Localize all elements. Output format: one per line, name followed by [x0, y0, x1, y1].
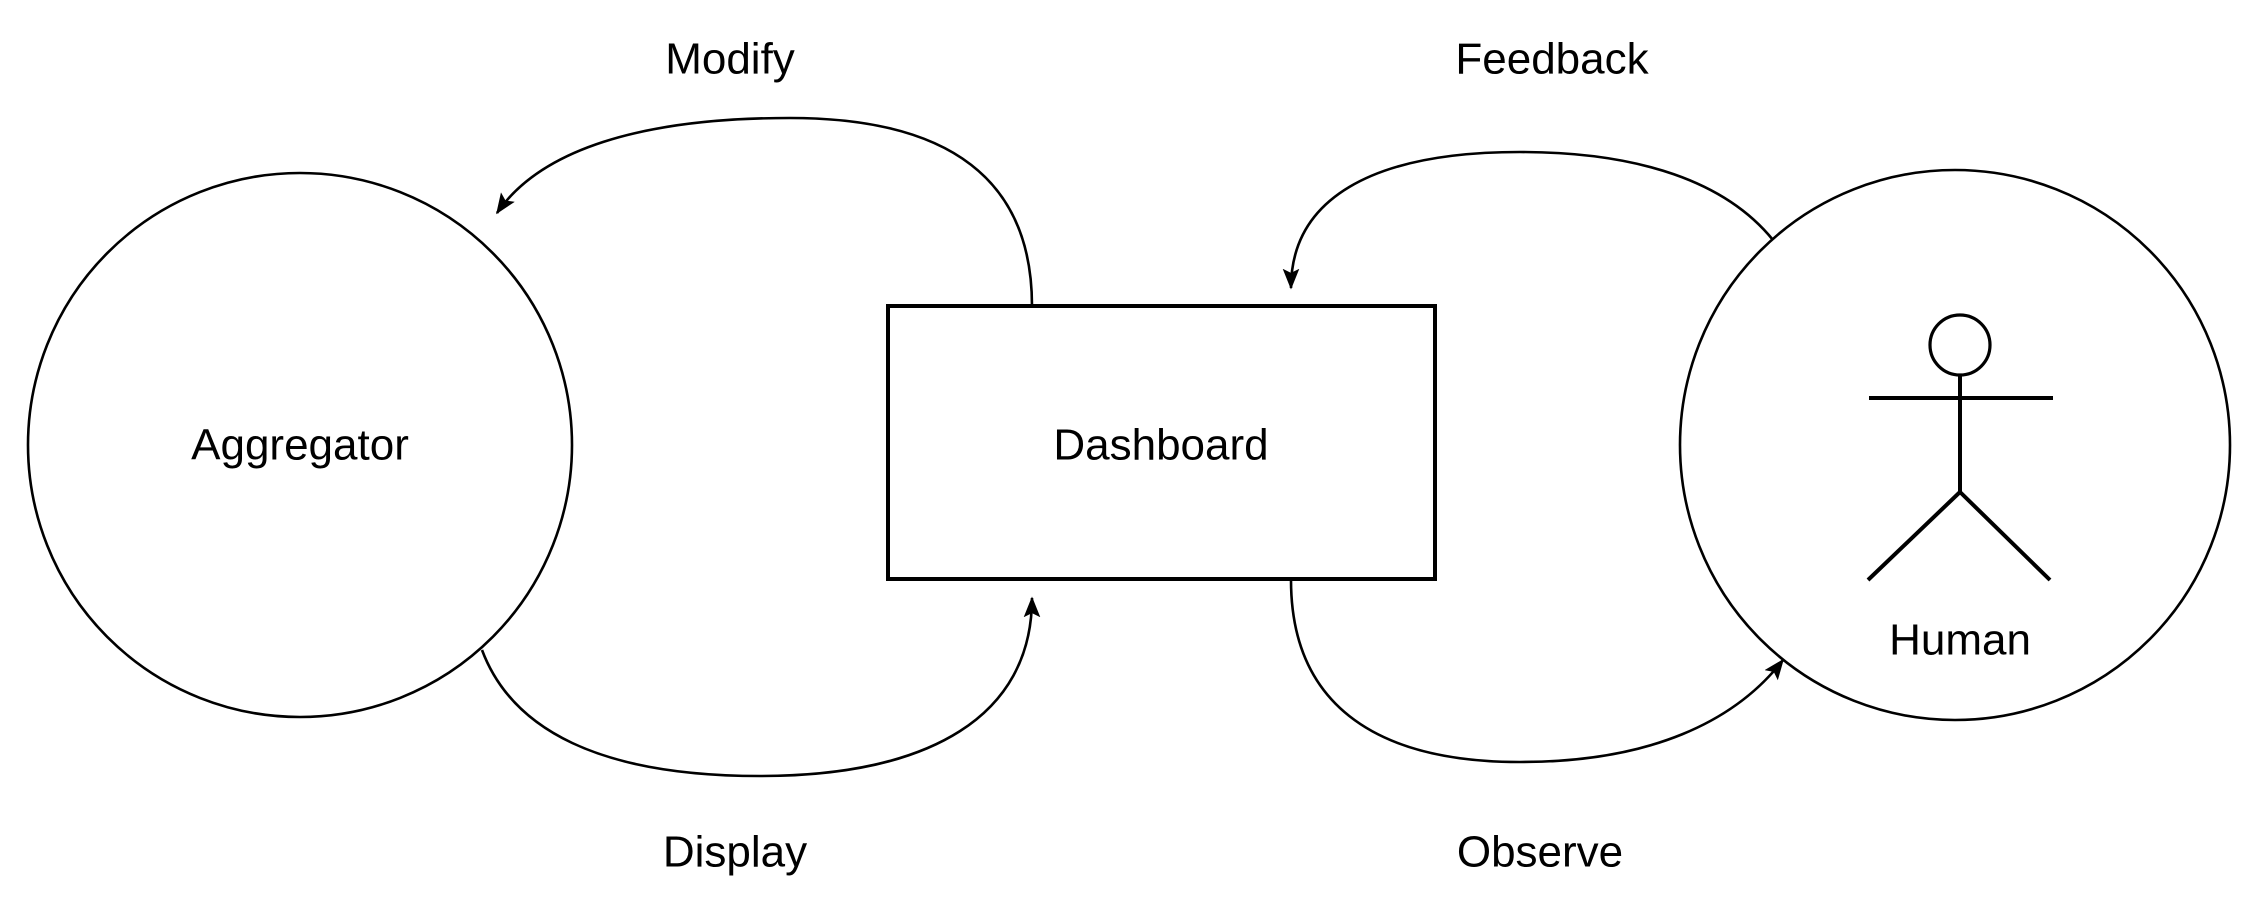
stick-figure-icon	[1866, 313, 2053, 582]
actor-head-icon	[1928, 313, 1992, 377]
display-arrow-path	[480, 596, 1041, 778]
edge-display[interactable]: Display	[480, 596, 1041, 877]
actor-right-leg-icon	[1958, 490, 2052, 582]
feedback-edge-label: Feedback	[1455, 35, 1649, 84]
dashboard-label: Dashboard	[1053, 421, 1268, 470]
edge-modify[interactable]: Modify	[495, 35, 1034, 307]
modify-arrow-path	[495, 116, 1034, 307]
observe-arrow-path	[1289, 579, 1785, 764]
feedback-arrow-path	[1282, 150, 1775, 290]
node-aggregator[interactable]: Aggregator	[26, 171, 574, 719]
edge-feedback[interactable]: Feedback	[1282, 35, 1775, 290]
human-label: Human	[1889, 616, 2031, 665]
aggregator-circle-shape	[26, 171, 574, 719]
node-dashboard[interactable]: Dashboard	[886, 304, 1437, 581]
dashboard-rect-shape	[886, 304, 1437, 581]
modify-edge-label: Modify	[665, 35, 795, 84]
node-human[interactable]: Human	[1678, 168, 2232, 722]
actor-left-leg-icon	[1866, 490, 1962, 582]
human-circle-shape	[1678, 168, 2232, 722]
edge-observe[interactable]: Observe	[1289, 579, 1785, 877]
observe-edge-label: Observe	[1457, 828, 1623, 877]
aggregator-label: Aggregator	[191, 421, 409, 470]
display-edge-label: Display	[663, 828, 807, 877]
